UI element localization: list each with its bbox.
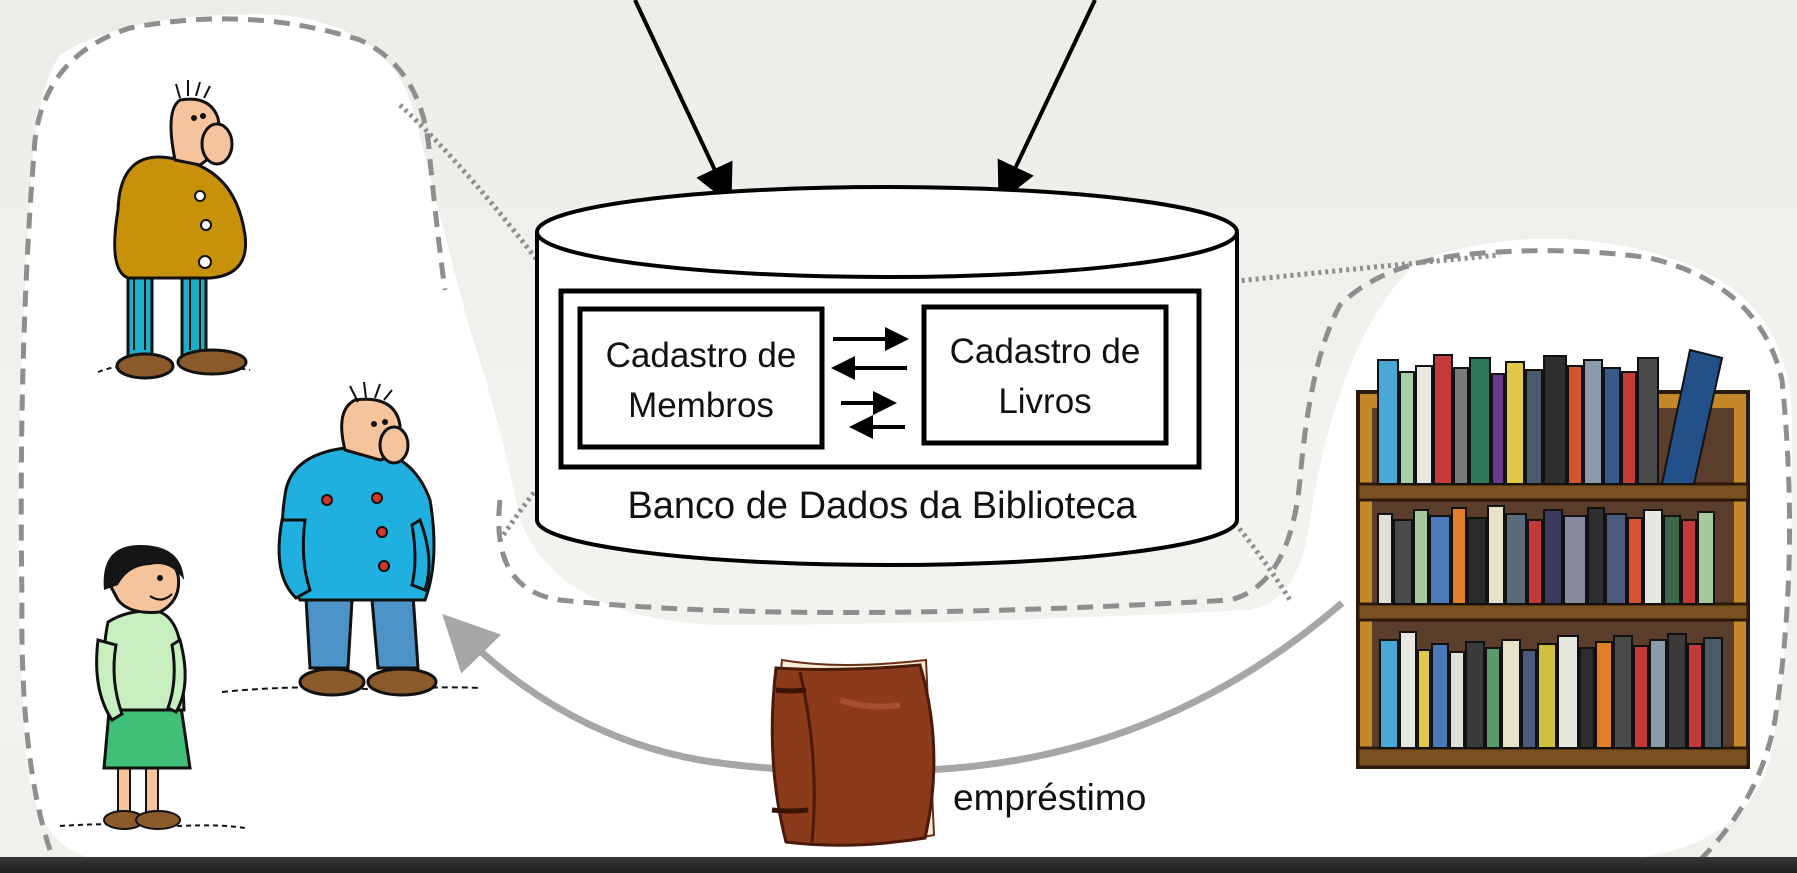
person-man-blue [221, 381, 481, 697]
database-title: Banco de Dados da Biblioteca [627, 485, 1137, 527]
database-inner-frame [558, 288, 1202, 470]
shelf-books-bottom [1379, 631, 1723, 749]
members-box-line1: Cadastro de [606, 336, 797, 375]
loan-label: empréstimo [953, 777, 1146, 818]
sync-arrows [831, 327, 909, 439]
person-woman-green [59, 545, 246, 830]
book-illustration [770, 658, 936, 847]
books-box-line1: Cadastro de [950, 332, 1141, 371]
connector-members-lower [497, 438, 582, 542]
database-dashed-border [496, 248, 1793, 862]
person-man-ochre [97, 80, 251, 380]
bottom-bar [0, 857, 1797, 873]
books-box: Cadastro de Livros [921, 304, 1169, 446]
members-box-line2: Membros [628, 386, 774, 425]
shelf-books-middle [1377, 505, 1715, 605]
shelf-books-top [1377, 348, 1724, 485]
people-dashed-border [18, 16, 448, 851]
arrow-in-right [997, 0, 1097, 204]
members-box: Cadastro de Membros [577, 306, 825, 450]
arrow-in-left [633, 0, 733, 206]
bookshelf [1356, 348, 1750, 769]
books-box-line2: Livros [998, 382, 1091, 421]
